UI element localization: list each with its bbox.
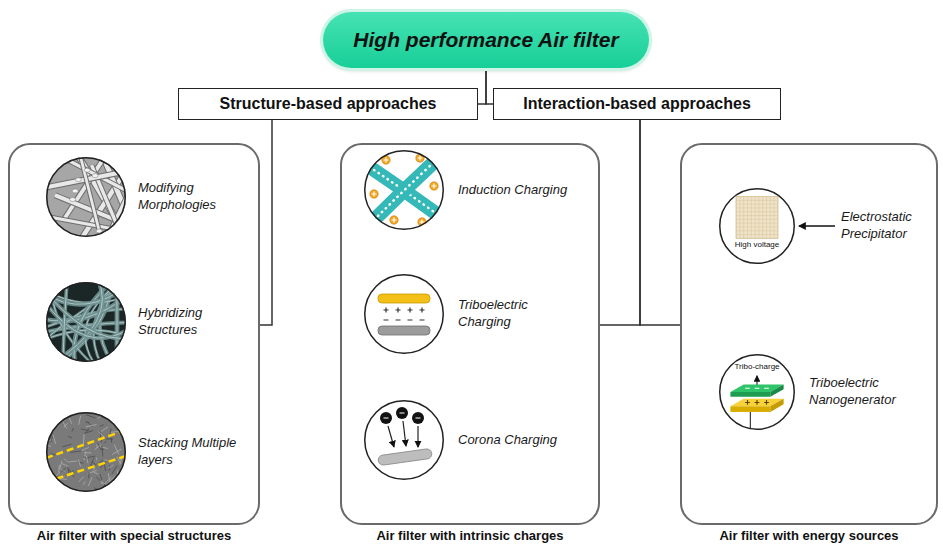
method-item: Hybridizing Structures: [46, 282, 252, 362]
panel-outline: [680, 143, 938, 525]
method-label: Triboelectric Charging: [458, 297, 568, 331]
method-label: Hybridizing Structures: [138, 305, 250, 339]
panel-caption: Air filter with energy sources: [680, 528, 938, 543]
pointer-arrow: [799, 225, 835, 226]
method-item: Corona Charging: [364, 400, 559, 480]
method-item: Triboelectric Nanogenerator Tribo-charge: [719, 354, 921, 430]
method-illustration: [364, 400, 458, 480]
connector: [478, 68, 486, 104]
panel-caption: Air filter with special structures: [8, 528, 260, 543]
category-label: Structure-based approaches: [216, 95, 441, 113]
method-illustration: [46, 282, 138, 362]
panel-caption: Air filter with intrinsic charges: [340, 528, 600, 543]
method-illustration: [46, 157, 138, 237]
panel-outline: [8, 143, 260, 525]
method-item: Triboelectric Charging: [364, 274, 570, 354]
title-pill: High performance Air filter: [323, 12, 649, 68]
method-illustration: [364, 274, 458, 354]
method-label: Modifying Morphologies: [138, 180, 250, 214]
category-box: Structure-based approaches: [178, 88, 478, 120]
method-label: Triboelectric Nanogenerator: [809, 375, 919, 409]
method-label: Induction Charging: [458, 182, 567, 199]
connector: [640, 120, 680, 325]
inner-label: High voltage: [735, 240, 779, 250]
category-panel: Air filter with special structures Modify…: [8, 143, 260, 545]
category-label: Interaction-based approaches: [519, 95, 755, 113]
method-item: Induction Charging: [364, 150, 569, 230]
method-label: Electrostatic Precipitator: [841, 209, 933, 243]
method-item: Stacking Multiple layers: [46, 412, 252, 492]
connector: [486, 68, 493, 104]
method-label: Corona Charging: [458, 432, 557, 449]
category-panel: Air filter with energy sources Electrosta…: [680, 143, 938, 545]
inner-label: Tribo-charge: [734, 362, 779, 372]
connector: [260, 120, 272, 325]
method-illustration: [46, 412, 138, 492]
method-label: Stacking Multiple layers: [138, 435, 250, 469]
method-item: Modifying Morphologies: [46, 157, 252, 237]
method-illustration: [364, 150, 458, 230]
category-box: Interaction-based approaches: [493, 88, 781, 120]
category-panel: Air filter with intrinsic charges Inducti…: [340, 143, 600, 545]
connector: [600, 120, 640, 325]
method-item: Electrostatic PrecipitatorHigh voltage: [719, 188, 935, 264]
method-illustration: [719, 188, 841, 264]
diagram-title: High performance Air filter: [349, 28, 622, 52]
